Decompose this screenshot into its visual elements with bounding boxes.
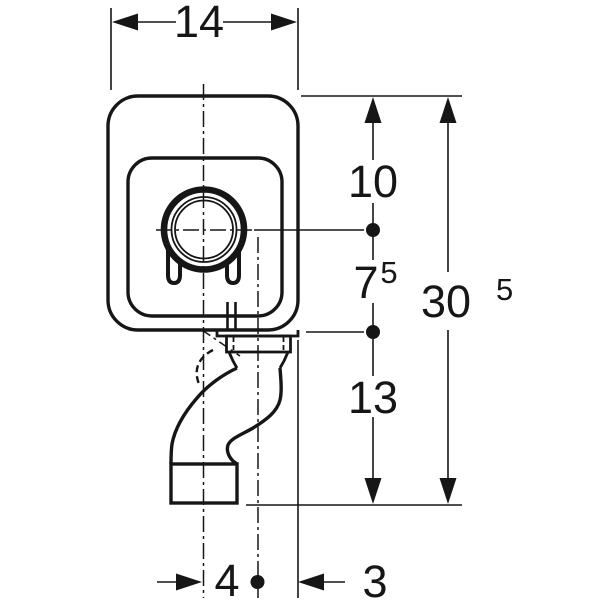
dimension-right-side: 10 7 5 13 30 5: [246, 95, 513, 598]
dim-7-label: 7: [353, 257, 378, 308]
dimension-bottom-offsets: 4 3: [157, 555, 388, 600]
dim-30-label: 30: [421, 276, 471, 327]
dim4-arrowhead-icon: [176, 573, 202, 591]
transition-axis-centerline: [201, 329, 241, 357]
arrowhead-left-icon: [112, 13, 138, 31]
dim-width-label: 14: [174, 0, 224, 47]
chain-point-dot-2: [366, 325, 380, 339]
dim3-arrowhead-icon: [298, 573, 324, 591]
arrowhead-right-icon: [271, 13, 297, 31]
bottom-point-dot: [250, 575, 265, 589]
dim-30-sup-label: 5: [496, 272, 513, 307]
centerlines: [156, 84, 259, 598]
hidden-weir-line: [195, 348, 214, 385]
dim-7-sup-label: 5: [380, 255, 397, 290]
chain-point-dot-1: [366, 223, 380, 237]
trap-pipe-right-edge: [225, 367, 283, 466]
chain-arrow-down-icon: [364, 478, 382, 504]
nut-taper-left: [227, 351, 239, 369]
chain-arrow-up-icon: [364, 97, 382, 123]
dim-13-label: 13: [348, 372, 398, 423]
dim-4-label: 4: [214, 555, 239, 600]
total-arrow-down-icon: [439, 478, 457, 504]
dimension-width-top: 14: [110, 0, 299, 90]
nut-taper-right: [278, 351, 290, 369]
trap-pipe-left-edge: [169, 366, 238, 465]
inner-cover-outline: [126, 156, 284, 318]
dim-3-label: 3: [362, 556, 387, 600]
total-arrow-up-icon: [439, 97, 457, 123]
dim-10-label: 10: [348, 156, 398, 207]
